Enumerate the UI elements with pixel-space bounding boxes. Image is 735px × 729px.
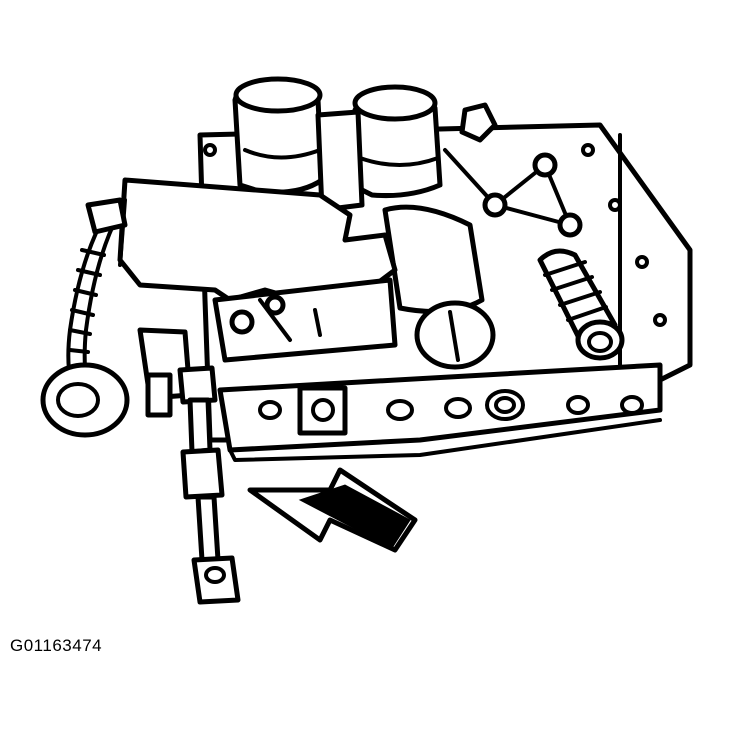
top-cylinder-right	[352, 84, 443, 199]
top-cylinder-left	[232, 76, 325, 195]
lower-bracket	[137, 327, 193, 418]
wire-harness	[40, 197, 130, 438]
right-spring	[537, 248, 625, 361]
linkage-arms	[443, 102, 583, 238]
indicator-arrow	[247, 467, 418, 553]
center-shaft-block	[315, 109, 365, 213]
left-cover-housing	[117, 177, 398, 363]
center-roller	[382, 204, 496, 370]
figure-code: G01163474	[10, 636, 103, 655]
manual-valve-rod	[177, 365, 241, 605]
valve-body-front-face	[217, 362, 663, 462]
